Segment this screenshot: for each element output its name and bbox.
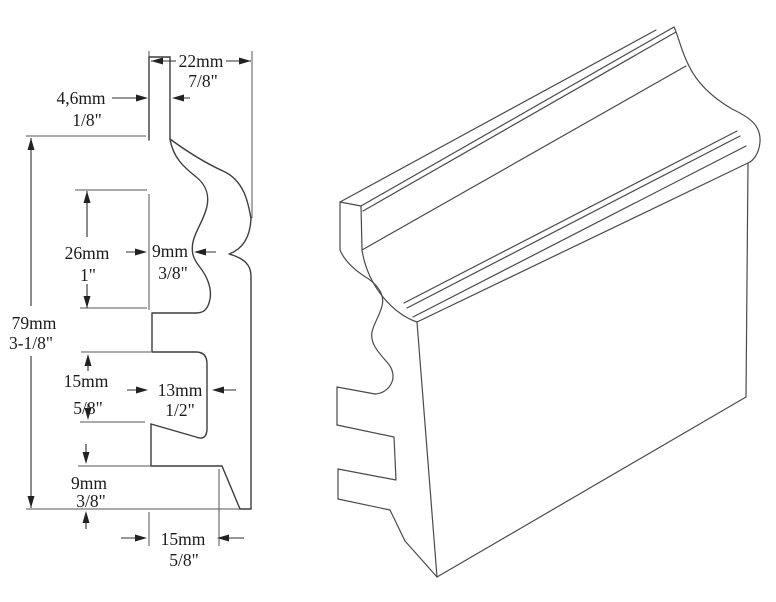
dim-label-mm: 26mm [65, 243, 110, 263]
dim-label-inch: 1/2" [165, 400, 195, 420]
front-face-right-edge [745, 162, 749, 398]
dim-label-inch: 1/8" [72, 110, 102, 130]
left-end-tab [336, 424, 397, 500]
dim-fin-thickness: 4,6mm 1/8" [56, 88, 190, 130]
arrowhead-icon [136, 94, 148, 102]
arrowhead-icon [84, 354, 92, 366]
dim-label-mm: 79mm [12, 313, 57, 333]
dim-label-mm: 4,6mm [56, 88, 105, 108]
dim-label-inch: 3-1/8" [9, 333, 53, 353]
arrowhead-icon [151, 57, 163, 65]
dim-label-inch: 7/8" [188, 71, 218, 91]
arrowhead-icon [27, 138, 35, 150]
front-face-notch-edge [228, 218, 252, 510]
arrowhead-icon [217, 534, 229, 542]
arrowhead-icon [135, 534, 147, 542]
arrowhead-icon [194, 248, 206, 256]
dim-label-mm: 22mm [179, 51, 224, 71]
arrowhead-icon [136, 386, 148, 394]
right-end-ogee-curve [673, 26, 761, 164]
front-face-bottom-edge [436, 396, 747, 578]
dim-tab-height: 15mm 5/8" [64, 354, 109, 420]
front-top-edge-pair [412, 145, 749, 323]
arrowhead-icon [84, 408, 92, 420]
dim-top-width: 22mm 7/8" [151, 51, 251, 91]
left-end-bottom-ledge [337, 498, 391, 511]
isometric-view [336, 26, 761, 578]
fin-band-back-edge [339, 29, 657, 203]
dim-label-mm: 13mm [158, 380, 203, 400]
dim-upper-pocket: 26mm 1" [65, 191, 110, 308]
bottom-foot-edge [150, 423, 252, 510]
dim-label-mm: 9mm [71, 473, 107, 493]
fin-band-inner-edge [362, 31, 677, 212]
middle-tab-edge [150, 312, 208, 439]
cove-tangent-edge [361, 65, 687, 251]
arrowhead-icon [239, 57, 251, 65]
dim-bottom-width: 15mm 5/8" [121, 529, 244, 570]
section-view: 22mm 7/8" 4,6mm 1/8" 26mm 1" 9mm 3/8" [9, 51, 253, 570]
profile-outline [148, 56, 252, 510]
dim-bottom-notch: 9mm 3/8" [71, 444, 107, 529]
extension-lines [26, 51, 253, 546]
left-end-s-profile [339, 201, 394, 395]
dim-label-inch: 3/8" [76, 491, 106, 511]
arrowhead-icon [135, 248, 147, 256]
dim-label-mm: 15mm [161, 529, 206, 549]
dim-label-mm: 9mm [152, 241, 188, 261]
arrowhead-icon [172, 94, 184, 102]
left-end-upper-ledge [336, 386, 376, 395]
dim-overall-height: 79mm 3-1/8" [9, 138, 57, 508]
arrowhead-icon [82, 511, 90, 523]
dim-label-inch: 3/8" [158, 263, 188, 283]
left-end-fin-front-edge [360, 205, 363, 251]
arrowhead-icon [27, 496, 35, 508]
front-face-left-edge [416, 321, 438, 578]
arrowhead-icon [212, 386, 224, 394]
left-end-foot-chamfer [389, 509, 438, 578]
arrowhead-icon [82, 452, 90, 464]
arrowhead-icon [83, 296, 91, 308]
dim-label-inch: 1" [80, 265, 96, 285]
dim-tab-depth: 13mm 1/2" [127, 380, 236, 420]
dim-label-inch: 5/8" [73, 398, 103, 418]
ogee-top-curve [169, 138, 252, 220]
left-end-ogee-curve [361, 249, 418, 323]
dim-label-mm: 15mm [64, 371, 109, 391]
fin-band-front-edge [360, 26, 675, 207]
back-s-curve [169, 138, 212, 314]
nose-edge-pair [403, 130, 741, 309]
dim-label-inch: 5/8" [169, 550, 199, 570]
arrowhead-icon [83, 191, 91, 203]
dim-pocket-depth: 9mm 3/8" [126, 241, 216, 283]
fin-band-left-cap [339, 201, 362, 207]
